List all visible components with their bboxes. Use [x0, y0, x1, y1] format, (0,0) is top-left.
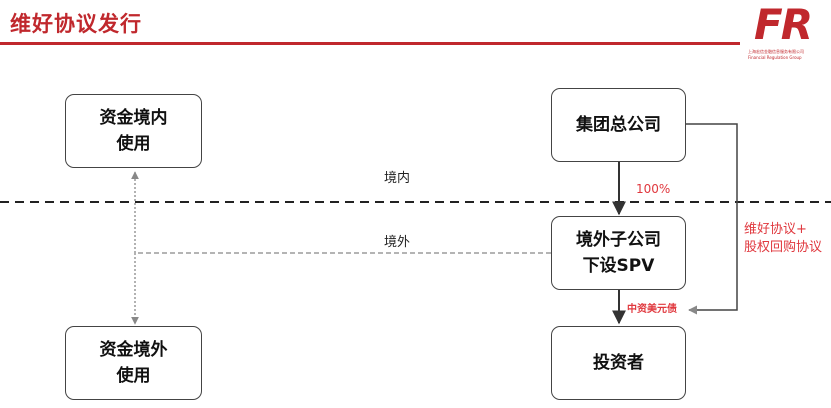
node-offshore-use: 资金境外 使用 [65, 326, 202, 400]
node-offshore-use-line2: 使用 [116, 366, 151, 386]
node-spv: 境外子公司 下设SPV [551, 216, 686, 290]
agreement-arrow [686, 123, 738, 315]
logo-company-en: Financial Regulation Group [748, 55, 802, 60]
logo: FR 上海宏信金融信息服务有限公司 Financial Regulation G… [748, 2, 828, 64]
node-spv-line1: 境外子公司 [576, 230, 661, 250]
label-offshore: 境外 [384, 235, 411, 250]
node-offshore-use-line1: 资金境外 [99, 340, 168, 360]
logo-company-cn: 上海宏信金融信息服务有限公司 [748, 49, 804, 54]
node-onshore-use-line1: 资金境内 [99, 108, 168, 128]
node-parent-company-label: 集团总公司 [576, 115, 661, 135]
label-agreement-line2: 股权回购协议 [744, 240, 823, 255]
node-parent-company: 集团总公司 [551, 88, 686, 162]
logo-mark: FR [754, 0, 813, 49]
title-rule [0, 42, 740, 45]
node-onshore-use: 资金境内 使用 [65, 94, 202, 168]
node-onshore-use-line2: 使用 [116, 134, 151, 154]
label-bond: 中资美元债 [627, 304, 677, 315]
slide-title: 维好协议发行 [10, 12, 142, 36]
node-investors-label: 投资者 [593, 353, 644, 373]
node-spv-line2: 下设SPV [582, 256, 655, 276]
node-investors: 投资者 [551, 326, 686, 400]
label-onshore: 境内 [384, 171, 411, 186]
label-ownership: 100% [636, 182, 671, 196]
label-agreement-line1: 维好协议+ [744, 222, 807, 237]
